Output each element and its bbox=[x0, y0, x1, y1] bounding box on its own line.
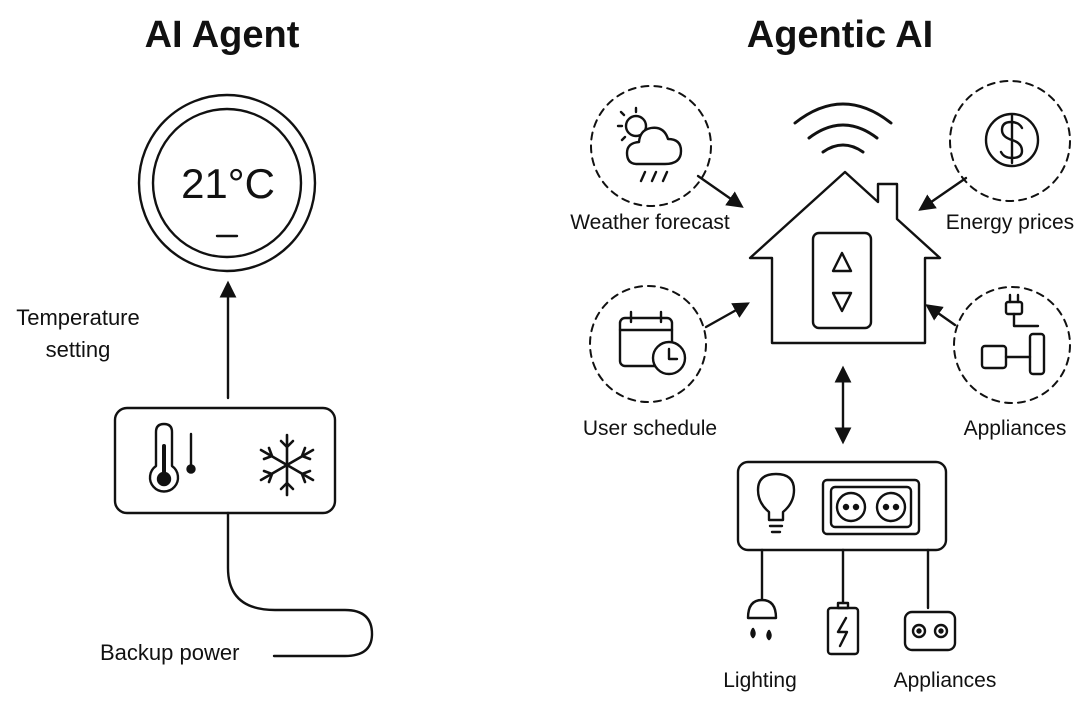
energy-arrow bbox=[918, 176, 968, 211]
outlet-icon bbox=[903, 610, 957, 652]
thermometer-icon bbox=[148, 422, 196, 493]
lighting-label: Lighting bbox=[723, 669, 797, 692]
wifi-icon bbox=[793, 102, 893, 154]
appliances-output-label: Appliances bbox=[893, 669, 997, 692]
cloud-sun-rain-icon bbox=[616, 106, 683, 183]
house-icon bbox=[748, 170, 942, 345]
temperature-setting-line1: Temperature bbox=[16, 305, 140, 330]
appliances-input-label: Appliances bbox=[963, 417, 1067, 440]
dollar-icon bbox=[984, 112, 1040, 168]
plug-icon bbox=[980, 293, 1046, 376]
weather-bubble bbox=[590, 85, 712, 207]
temperature-setting-label: Temperature setting bbox=[3, 302, 153, 366]
schedule-bubble bbox=[589, 285, 707, 403]
user-schedule-label: User schedule bbox=[582, 417, 718, 440]
agentic-ai-title: Agentic AI bbox=[746, 14, 934, 56]
appliances-arrow bbox=[925, 304, 957, 327]
updown-control-icon bbox=[811, 231, 873, 330]
temperature-setting-line2: setting bbox=[45, 336, 111, 362]
appliances-bubble bbox=[953, 286, 1071, 404]
thermostat-reading: 21°C bbox=[181, 160, 275, 207]
backup-power-cable bbox=[226, 511, 374, 658]
weather-forecast-label: Weather forecast bbox=[570, 211, 730, 234]
lamp-icon bbox=[746, 598, 778, 641]
backup-power-label: Backup power bbox=[100, 640, 240, 665]
ai-agent-title: AI Agent bbox=[144, 14, 300, 56]
energy-prices-label: Energy prices bbox=[945, 211, 1075, 234]
energy-bubble bbox=[949, 80, 1071, 202]
weather-arrow bbox=[696, 174, 744, 208]
calendar-clock-icon bbox=[618, 310, 687, 376]
control-unit-box bbox=[113, 406, 337, 515]
lightbulb-icon bbox=[756, 472, 796, 534]
schedule-arrow bbox=[704, 302, 750, 329]
socket-icon bbox=[821, 478, 921, 536]
snowflake-icon bbox=[259, 433, 315, 497]
battery-icon bbox=[826, 601, 860, 656]
thermostat-icon: 21°C bbox=[137, 93, 317, 273]
